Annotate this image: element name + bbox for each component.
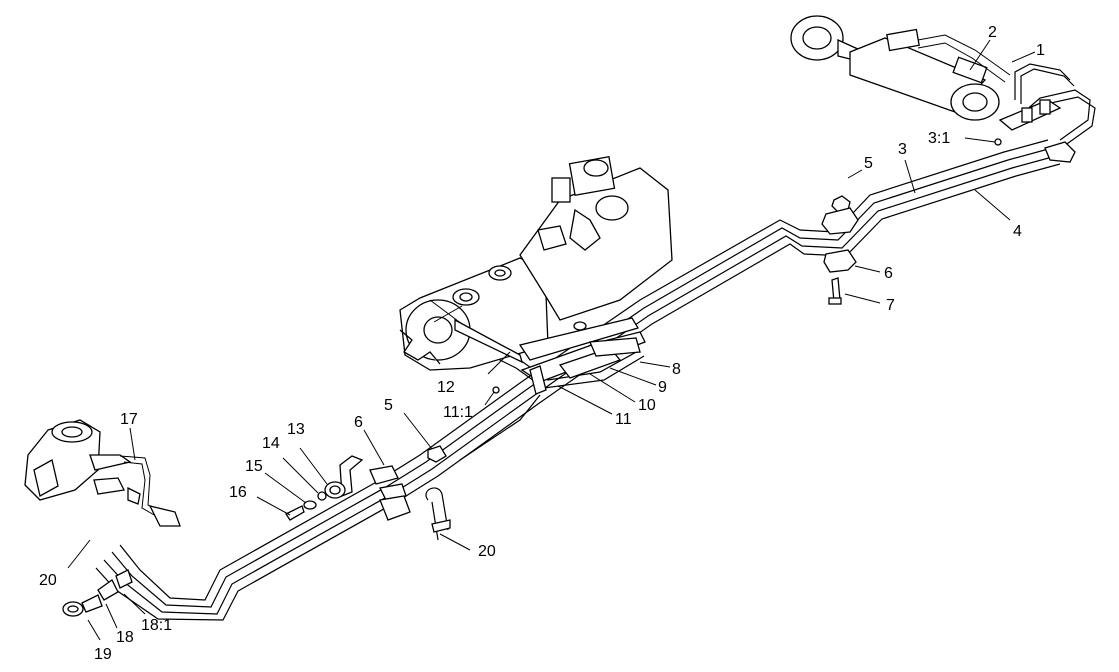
callout-19: 19 <box>94 646 112 663</box>
rear-bracket <box>994 99 1076 163</box>
callout-14: 14 <box>262 435 280 452</box>
callout-18-1: 18:1 <box>141 617 172 634</box>
callout-20-left: 20 <box>39 572 57 589</box>
callout-8: 8 <box>672 361 681 378</box>
callout-3-1: 3:1 <box>928 130 950 147</box>
callout-12: 12 <box>437 379 455 396</box>
leader-lines <box>67 39 1036 641</box>
callout-11: 11 <box>615 411 632 428</box>
callout-15: 15 <box>245 458 263 475</box>
callout-16: 16 <box>229 484 247 501</box>
callout-13: 13 <box>287 421 305 438</box>
callout-5-left: 5 <box>384 397 393 414</box>
callout-18: 18 <box>116 629 134 646</box>
pump-bracket-assembly <box>492 331 646 395</box>
steering-valve <box>24 419 181 527</box>
callout-10: 10 <box>638 397 656 414</box>
u-bolt-clamp <box>425 487 451 541</box>
quick-coupler-fittings <box>62 569 133 617</box>
callout-20-center: 20 <box>478 543 496 560</box>
callout-6-left: 6 <box>354 414 363 431</box>
callout-6-right: 6 <box>884 265 893 282</box>
callout-labels: 1 2 3:1 3 4 5 6 7 8 9 10 11 11:1 12 5 6 … <box>39 24 1045 663</box>
callout-9: 9 <box>658 379 667 396</box>
callout-4: 4 <box>1013 223 1022 240</box>
hydraulic-cylinder <box>790 15 1011 121</box>
callout-17: 17 <box>120 411 138 428</box>
callout-5-right: 5 <box>864 155 873 172</box>
callout-3: 3 <box>898 141 907 158</box>
hydraulic-pump <box>399 156 673 371</box>
middle-clamp-assembly <box>821 195 859 305</box>
callout-11-1: 11:1 <box>443 404 473 421</box>
callout-1: 1 <box>1036 42 1045 59</box>
callout-2: 2 <box>988 24 997 41</box>
callout-7: 7 <box>886 297 895 314</box>
left-clamp-assembly <box>285 445 447 521</box>
